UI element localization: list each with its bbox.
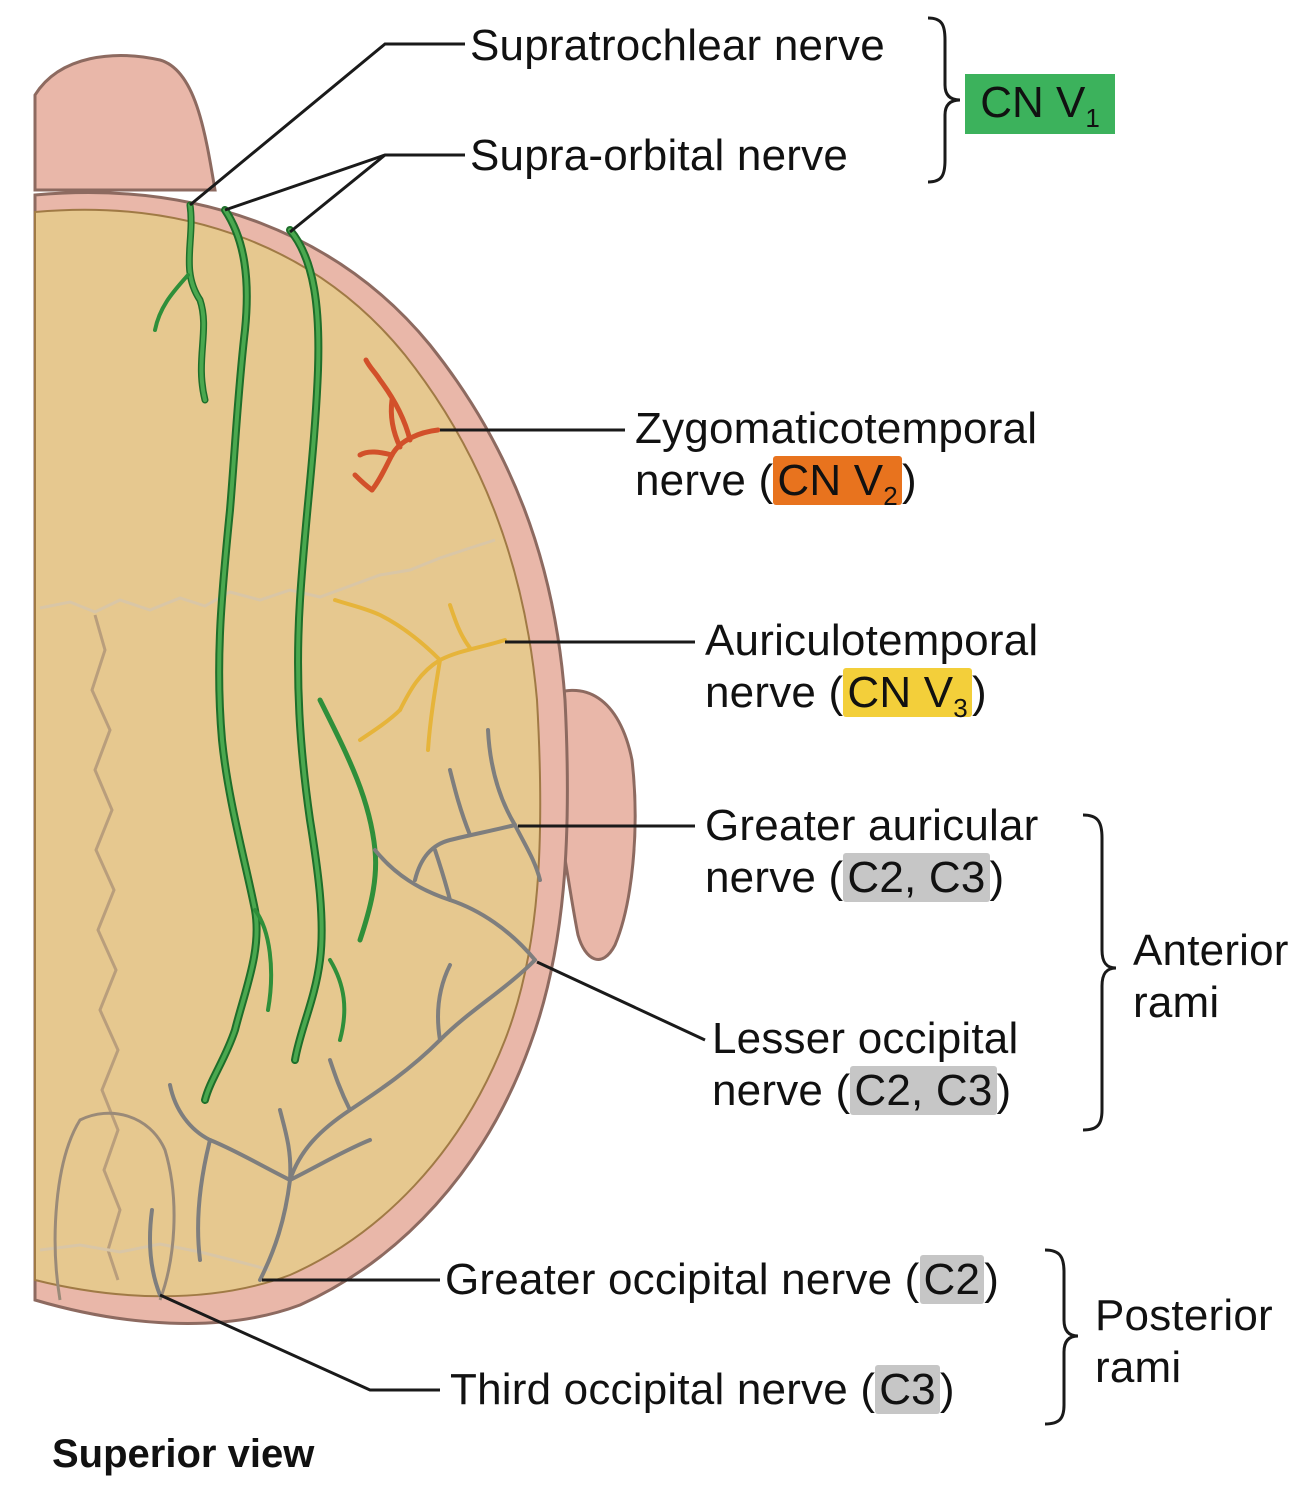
label-supratrochlear: Supratrochlear nerve (470, 20, 885, 72)
tag-cn-v1-main: CN V (980, 78, 1085, 127)
label-auriculotemporal-line1: Auriculotemporal (705, 615, 1038, 667)
nose (35, 56, 215, 190)
label-greater-auricular-line1: Greater auricular (705, 800, 1039, 852)
label-greater-auricular-line2: nerve (C2, C3) (705, 852, 1039, 904)
tag-cn-v1: CN V1 (965, 74, 1115, 134)
label-anterior-rami-line1: Anterior (1133, 925, 1289, 977)
label-lesser-occipital-line1: Lesser occipital (712, 1013, 1018, 1065)
label-auriculotemporal: Auriculotemporal nerve (CN V3) (705, 615, 1038, 734)
label-greater-occipital: Greater occipital nerve (C2) (445, 1254, 999, 1306)
label-third-occipital: Third occipital nerve (C3) (450, 1364, 955, 1416)
leader-supraorbital-b (290, 155, 385, 232)
label-zygomaticotemporal-line1: Zygomaticotemporal (635, 403, 1037, 455)
bracket-anterior (1083, 815, 1116, 1130)
tag-lesser-occipital: C2, C3 (850, 1066, 996, 1115)
label-zygomaticotemporal-line2: nerve (CN V2) (635, 455, 1037, 522)
leader-supraorbital-a (225, 155, 465, 210)
label-posterior-rami: Posterior rami (1095, 1290, 1273, 1394)
label-lesser-occipital-line2: nerve (C2, C3) (712, 1065, 1018, 1117)
label-posterior-rami-line2: rami (1095, 1342, 1273, 1394)
label-greater-auricular: Greater auricular nerve (C2, C3) (705, 800, 1039, 904)
leader-supratrochlear (190, 44, 465, 205)
bracket-cnv1 (928, 18, 960, 182)
label-anterior-rami-line2: rami (1133, 977, 1289, 1029)
tag-third-occipital: C3 (875, 1365, 940, 1414)
bracket-posterior (1045, 1250, 1078, 1424)
label-anterior-rami: Anterior rami (1133, 925, 1289, 1029)
label-posterior-rami-line1: Posterior (1095, 1290, 1273, 1342)
label-zygomaticotemporal: Zygomaticotemporal nerve (CN V2) (635, 403, 1037, 522)
tag-greater-occipital: C2 (920, 1255, 985, 1304)
label-supraorbital: Supra-orbital nerve (470, 130, 848, 182)
label-lesser-occipital: Lesser occipital nerve (C2, C3) (712, 1013, 1018, 1117)
label-auriculotemporal-line2: nerve (CN V3) (705, 667, 1038, 734)
tag-cn-v1-sub: 1 (1085, 103, 1099, 133)
leader-lesser-occipital (537, 962, 705, 1040)
view-title: Superior view (52, 1432, 314, 1477)
tag-greater-auricular: C2, C3 (843, 853, 989, 902)
tag-cn-v3: CN V3 (843, 668, 972, 717)
tag-cn-v2: CN V2 (773, 456, 902, 505)
